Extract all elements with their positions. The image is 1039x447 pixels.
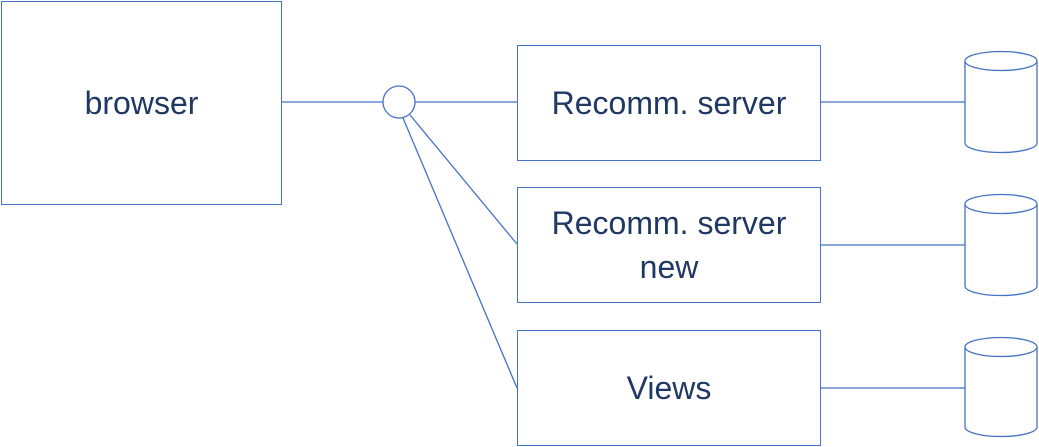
- recomm-server-new-node: Recomm. server new: [517, 187, 821, 303]
- connector-router-views: [402, 117, 518, 389]
- recomm-server-new-label-line1: Recomm. server: [551, 205, 787, 241]
- database-icon-views: [964, 336, 1038, 438]
- router-node: [382, 85, 416, 119]
- database-icon-recomm-server-new: [964, 193, 1038, 297]
- recomm-server-node: Recomm. server: [517, 45, 821, 161]
- recomm-server-label: Recomm. server: [551, 85, 787, 121]
- connector-router-recomm-server-new: [409, 114, 518, 245]
- database-icon-recomm-server: [964, 50, 1038, 154]
- browser-label: browser: [84, 85, 199, 121]
- recomm-server-new-label-line2: new: [639, 249, 699, 285]
- views-label: Views: [626, 370, 712, 406]
- browser-node: browser: [1, 1, 282, 205]
- views-node: Views: [517, 330, 821, 446]
